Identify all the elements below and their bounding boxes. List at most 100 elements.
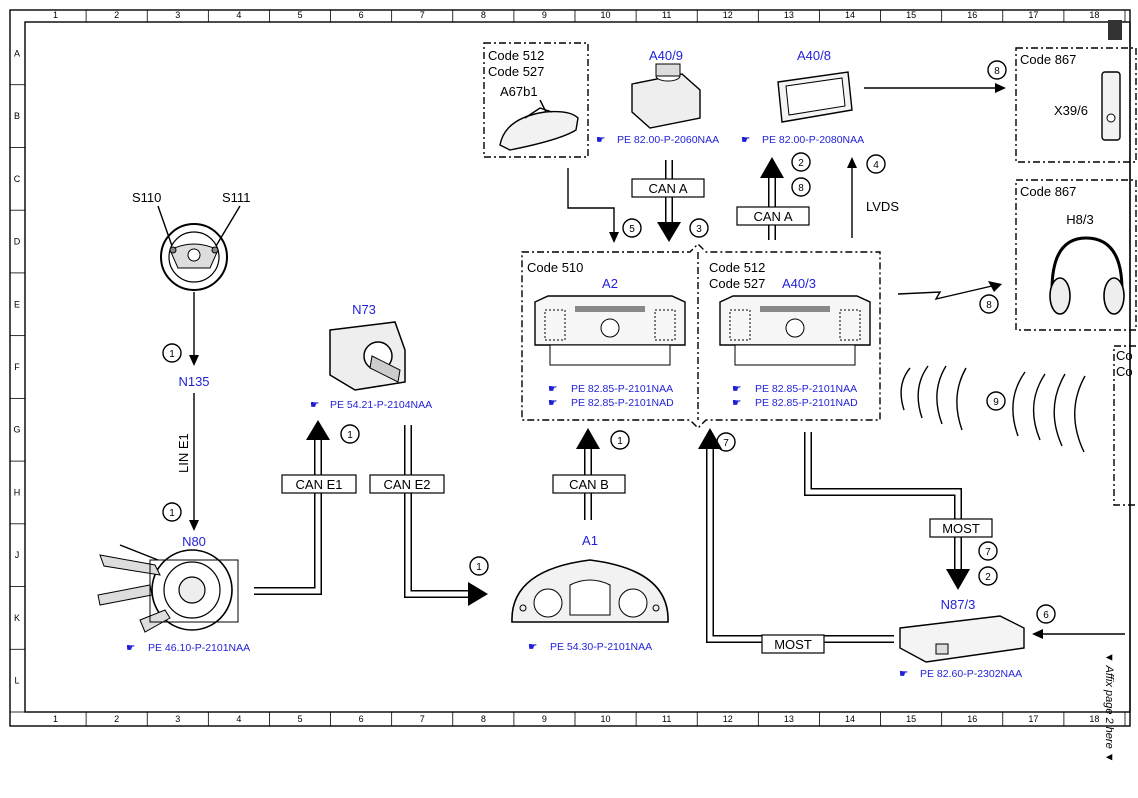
partial-code-label-2: Co (1116, 364, 1133, 379)
display-icon (777, 71, 853, 123)
code-527-label: Code 527 (709, 276, 765, 291)
grid-column-label: 11 (662, 714, 671, 724)
n135-label: N135 (178, 374, 209, 389)
x39-6-label: X39/6 (1054, 103, 1088, 118)
marker-circle (979, 294, 999, 314)
arrow-to-a1 (468, 582, 488, 606)
steering-column-module-icon (97, 544, 239, 633)
grid-row-label: H (14, 487, 21, 497)
a40-8-ref-text: PE 82.00-P-2080NAA (762, 134, 864, 146)
ref-hand-icon: ☛ (528, 641, 537, 653)
grid-row-label: B (14, 111, 20, 121)
ref-hand-icon: ☛ (596, 134, 605, 146)
ref-hand-icon: ☛ (310, 399, 319, 411)
marker-number: 9 (993, 397, 999, 408)
most-right-outer (804, 432, 962, 572)
code-867-x39-label: Code 867 (1020, 52, 1076, 67)
grid-column-label: 12 (723, 714, 733, 724)
n73-ref-text: PE 54.21-P-2104NAA (330, 399, 432, 411)
can-a-left-box (631, 178, 705, 198)
marker-circle (162, 502, 182, 522)
diagram-inner-frame (24, 21, 1131, 713)
marker-circle (689, 218, 709, 238)
marker-circle (791, 152, 811, 172)
a40-8-label: A40/8 (797, 48, 831, 63)
marker-number: 1 (347, 430, 353, 441)
marker-circle (978, 566, 998, 586)
marker-number: 7 (985, 547, 991, 558)
grid-column-label: 15 (906, 714, 916, 724)
grid-column-label: 16 (967, 714, 977, 724)
arrow-to-head-unit (609, 232, 619, 243)
h8-code-box (1015, 179, 1137, 331)
arrow-to-display (760, 157, 784, 178)
grid-row-label: E (14, 299, 20, 309)
instrument-cluster-icon (511, 559, 669, 623)
a1-ref-text: PE 54.30-P-2101NAA (550, 641, 652, 653)
marker-circle (622, 218, 642, 238)
grid-column-label: 3 (175, 10, 180, 20)
marker-number: 1 (476, 562, 482, 573)
grid-column-label: 6 (359, 714, 364, 724)
grid-column-label: 10 (601, 10, 611, 20)
arrow-to-n80 (189, 520, 199, 531)
marker-circle (987, 60, 1007, 80)
marker-number: 1 (617, 436, 623, 447)
grid-column-label: 14 (845, 10, 855, 20)
n87-3-ref-text: PE 82.60-P-2302NAA (920, 668, 1022, 680)
grid-column-label: 1 (53, 714, 58, 724)
page-corner-icon (1108, 20, 1122, 40)
most-right-label: MOST (942, 521, 980, 536)
marker-number: 2 (798, 158, 804, 169)
grid-column-label: 4 (236, 714, 241, 724)
marker-number: 8 (994, 66, 1000, 77)
a2-ref-text-1: PE 82.85-P-2101NAA (571, 383, 673, 395)
grid-row-label: G (13, 425, 20, 435)
code-867-h8-label: Code 867 (1020, 184, 1076, 199)
marker-number: 8 (986, 300, 992, 311)
grid-column-label: 9 (542, 10, 547, 20)
a40-3-label: A40/3 (782, 276, 816, 291)
headphones-icon (1049, 236, 1125, 315)
marker-number: 8 (798, 183, 804, 194)
grid-column-label: 8 (481, 10, 486, 20)
grid-column-label: 6 (359, 10, 364, 20)
wireless-link-h8 (897, 285, 993, 301)
ref-hand-icon: ☛ (741, 134, 750, 146)
grid-row-label: D (14, 237, 21, 247)
a2-label: A2 (602, 276, 618, 291)
lin-e1-label: LIN E1 (176, 433, 191, 473)
grid-column-label: 1 (53, 10, 58, 20)
can-a-right-box (736, 206, 810, 226)
marker-number: 4 (873, 160, 879, 171)
grid-column-label: 12 (723, 10, 733, 20)
a40-9-ref-text: PE 82.00-P-2060NAA (617, 134, 719, 146)
marker-circle (469, 556, 489, 576)
ref-hand-icon: ☛ (732, 397, 741, 409)
s111-label: S111 (222, 190, 250, 205)
most-bottom-outer (706, 445, 894, 643)
can-e2-bus-outer (404, 425, 470, 598)
most-right-inner (805, 432, 961, 572)
arrow-to-x39 (995, 83, 1006, 93)
grid-column-label: 10 (601, 714, 611, 724)
marker-circle (978, 541, 998, 561)
lvds-label: LVDS (866, 199, 899, 214)
telematics-module-icon (899, 615, 1025, 663)
code-512-a67-label: Code 512 (488, 48, 544, 63)
marker-circle (610, 430, 630, 450)
n73-label: N73 (352, 302, 376, 317)
a40-3-ref-text-1: PE 82.85-P-2101NAA (755, 383, 857, 395)
marker-circle (716, 432, 736, 452)
code-510-label: Code 510 (527, 260, 583, 275)
marker-number: 1 (169, 349, 175, 360)
comand-controller-icon (631, 63, 701, 129)
grid-column-label: 4 (236, 10, 241, 20)
grid-column-label: 2 (114, 10, 119, 20)
arrow-most-up (698, 428, 722, 449)
arrow-to-head-unit-can-a (657, 222, 681, 242)
marker-circle (162, 343, 182, 363)
